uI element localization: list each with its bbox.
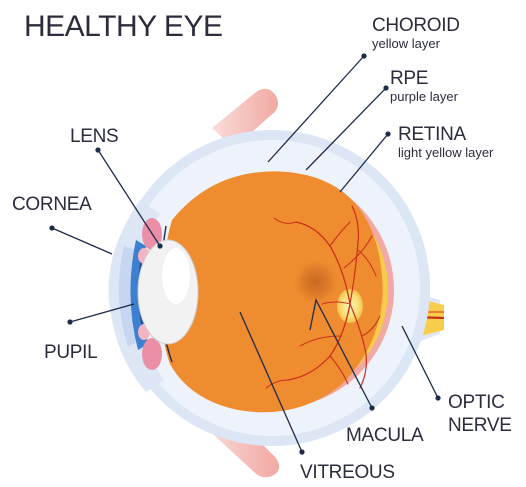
label-pupil: PUPIL [44, 342, 97, 363]
label-macula: MACULA [346, 425, 424, 446]
label-vitreous: VITREOUS [300, 462, 395, 483]
page-title: HEALTHY EYE [24, 10, 222, 43]
label-choroid-sub: yellow layer [372, 36, 441, 51]
label-lens: LENS [70, 126, 118, 147]
lens [138, 240, 198, 344]
label-cornea: CORNEA [12, 194, 92, 215]
label-choroid: CHOROID [372, 15, 460, 36]
label-optic-line1: OPTIC [448, 392, 505, 413]
label-optic-line2: NERVE [448, 415, 512, 436]
label-retina-sub: light yellow layer [398, 145, 494, 160]
label-retina: RETINA [398, 124, 467, 145]
label-rpe: RPE [390, 68, 428, 89]
label-rpe-sub: purple layer [390, 89, 459, 104]
cornea-leader [52, 228, 112, 254]
